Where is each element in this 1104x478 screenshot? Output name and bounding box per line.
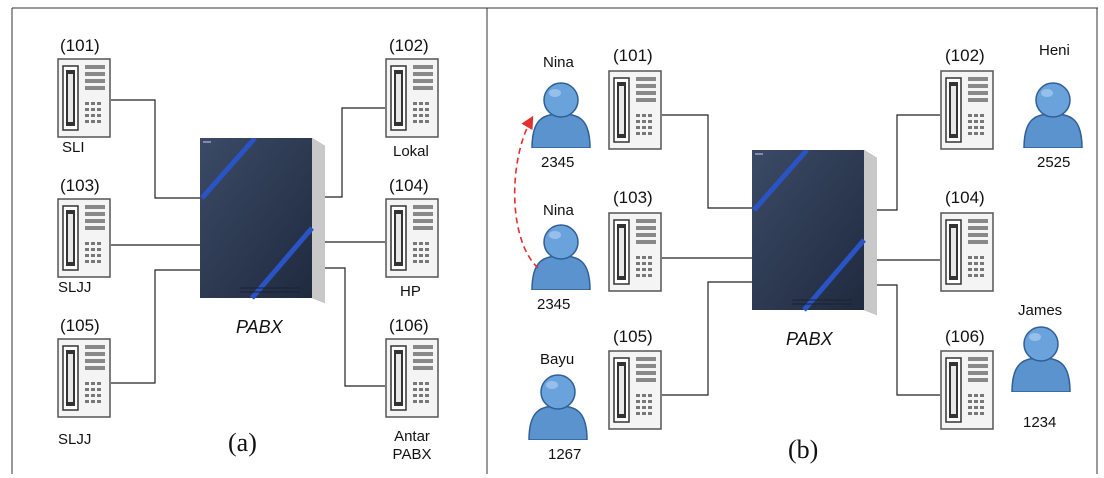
phone-number-b-106: (106) xyxy=(945,328,985,345)
pabx-icon-b xyxy=(752,150,877,315)
user-icon-heni xyxy=(1024,83,1082,148)
panel-caption-a: (a) xyxy=(228,430,257,456)
user-ext-heni: 2525 xyxy=(1037,155,1070,170)
phone-number-a-105: (105) xyxy=(60,317,100,334)
phone-icon-b-104 xyxy=(941,213,993,291)
phone-label-a-104: HP xyxy=(400,284,421,299)
phone-icon-a-106 xyxy=(386,339,438,417)
pabx-icon-a xyxy=(200,138,325,303)
pabx-label-b: PABX xyxy=(786,330,833,348)
phone-icon-b-105 xyxy=(609,351,661,429)
user-ext-nina-top: 2345 xyxy=(541,155,574,170)
phone-label-a-105: SLJJ xyxy=(58,432,91,447)
phone-icon-a-101 xyxy=(58,59,110,137)
user-icon-james xyxy=(1012,327,1070,392)
phone-label-a-106: Antar PABX xyxy=(384,428,440,464)
phone-number-a-102: (102) xyxy=(389,37,429,54)
user-name-nina-bottom: Nina xyxy=(543,203,574,218)
user-icon-nina-bottom xyxy=(532,225,590,290)
phone-icon-b-101 xyxy=(609,71,661,149)
user-ext-bayu: 1267 xyxy=(548,447,581,462)
phone-icon-b-103 xyxy=(609,213,661,291)
panel-caption-b: (b) xyxy=(788,437,818,463)
phone-number-a-103: (103) xyxy=(60,177,100,194)
phone-icon-a-103 xyxy=(58,199,110,277)
phone-label-a-102: Lokal xyxy=(393,144,429,159)
phone-icon-a-105 xyxy=(58,339,110,417)
user-name-bayu: Bayu xyxy=(540,352,574,367)
phone-icon-a-104 xyxy=(386,199,438,277)
user-ext-james: 1234 xyxy=(1023,415,1056,430)
phone-number-b-101: (101) xyxy=(613,47,653,64)
phone-number-b-104: (104) xyxy=(945,189,985,206)
phone-number-b-102: (102) xyxy=(945,47,985,64)
phone-number-a-106: (106) xyxy=(389,317,429,334)
phone-number-a-104: (104) xyxy=(389,177,429,194)
phone-label-a-101: SLI xyxy=(62,140,85,155)
phone-icon-b-106 xyxy=(941,351,993,429)
phone-number-b-103: (103) xyxy=(613,189,653,206)
user-name-heni: Heni xyxy=(1039,43,1070,58)
pabx-label-a: PABX xyxy=(236,318,283,336)
phone-icon-a-102 xyxy=(386,59,438,137)
phone-number-b-105: (105) xyxy=(613,328,653,345)
user-name-nina-top: Nina xyxy=(543,55,574,70)
phone-label-a-103: SLJJ xyxy=(58,280,91,295)
user-ext-nina-bottom: 2345 xyxy=(537,297,570,312)
user-icon-bayu xyxy=(529,375,587,440)
user-name-james: James xyxy=(1018,303,1062,318)
phone-icon-b-102 xyxy=(941,71,993,149)
user-icon-nina-top xyxy=(532,83,590,148)
phone-number-a-101: (101) xyxy=(60,37,100,54)
